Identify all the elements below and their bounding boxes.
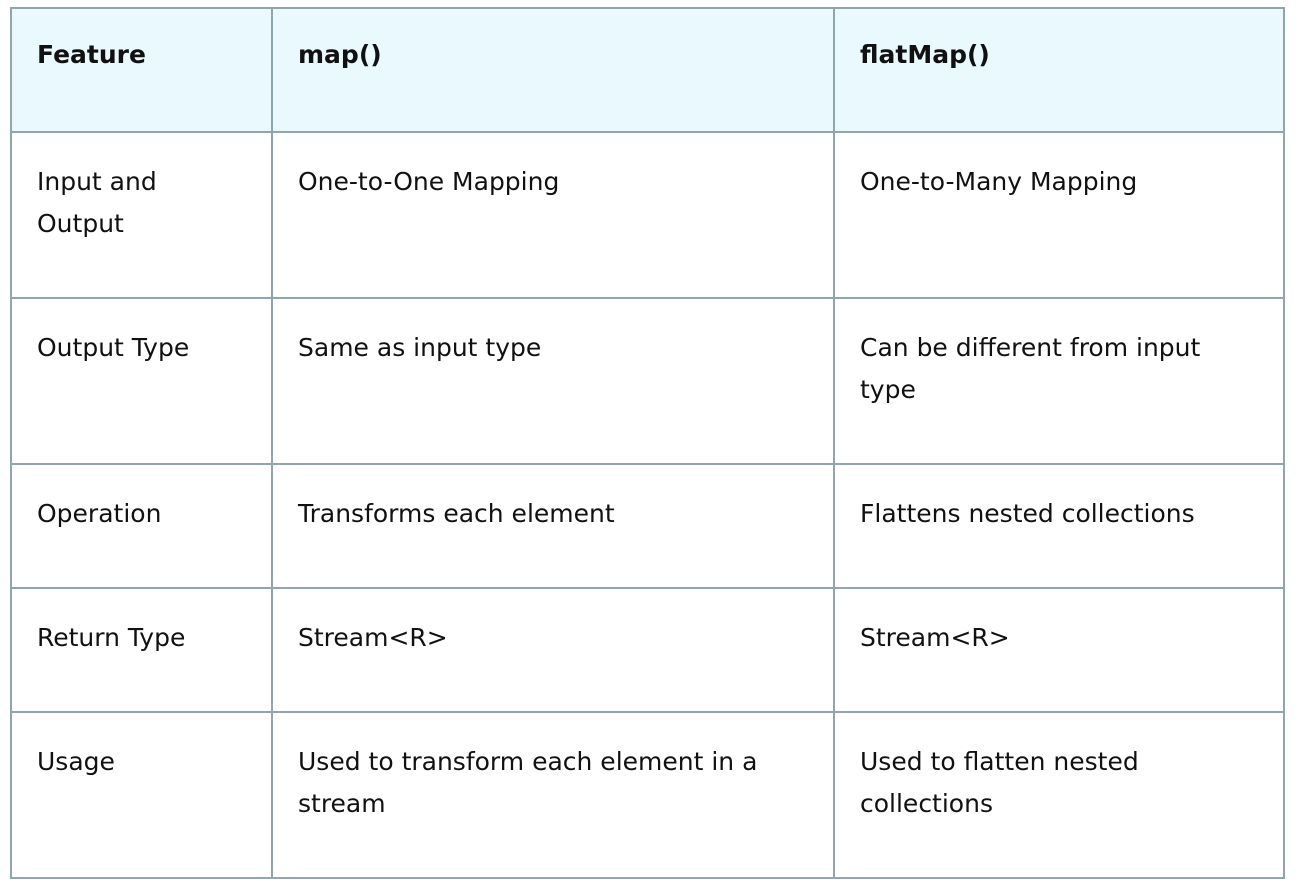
header-row: Feature map() flatMap() xyxy=(10,7,1285,133)
table-row: Return Type Stream<R> Stream<R> xyxy=(10,587,1285,713)
cell-feature: Input and Output xyxy=(10,131,273,299)
table-row: Usage Used to transform each element in … xyxy=(10,711,1285,879)
cell-feature: Usage xyxy=(10,711,273,879)
comparison-table-container: Feature map() flatMap() Input and Output… xyxy=(10,7,1285,879)
table-row: Output Type Same as input type Can be di… xyxy=(10,297,1285,465)
table-row: Operation Transforms each element Flatte… xyxy=(10,463,1285,589)
cell-map: Same as input type xyxy=(271,297,835,465)
map-flatmap-comparison-table: Feature map() flatMap() Input and Output… xyxy=(10,7,1285,879)
cell-map: Stream<R> xyxy=(271,587,835,713)
cell-feature: Return Type xyxy=(10,587,273,713)
cell-map: Used to transform each element in a stre… xyxy=(271,711,835,879)
table-row: Input and Output One-to-One Mapping One-… xyxy=(10,131,1285,299)
cell-feature: Output Type xyxy=(10,297,273,465)
cell-flatmap: Can be different from input type xyxy=(833,297,1285,465)
cell-flatmap: Used to flatten nested collections xyxy=(833,711,1285,879)
cell-feature: Operation xyxy=(10,463,273,589)
table-body: Input and Output One-to-One Mapping One-… xyxy=(10,131,1285,879)
header-flatmap: flatMap() xyxy=(833,7,1285,133)
header-feature: Feature xyxy=(10,7,273,133)
header-map: map() xyxy=(271,7,835,133)
cell-flatmap: Flattens nested collections xyxy=(833,463,1285,589)
table-header: Feature map() flatMap() xyxy=(10,7,1285,133)
cell-flatmap: Stream<R> xyxy=(833,587,1285,713)
cell-map: One-to-One Mapping xyxy=(271,131,835,299)
cell-flatmap: One-to-Many Mapping xyxy=(833,131,1285,299)
cell-map: Transforms each element xyxy=(271,463,835,589)
